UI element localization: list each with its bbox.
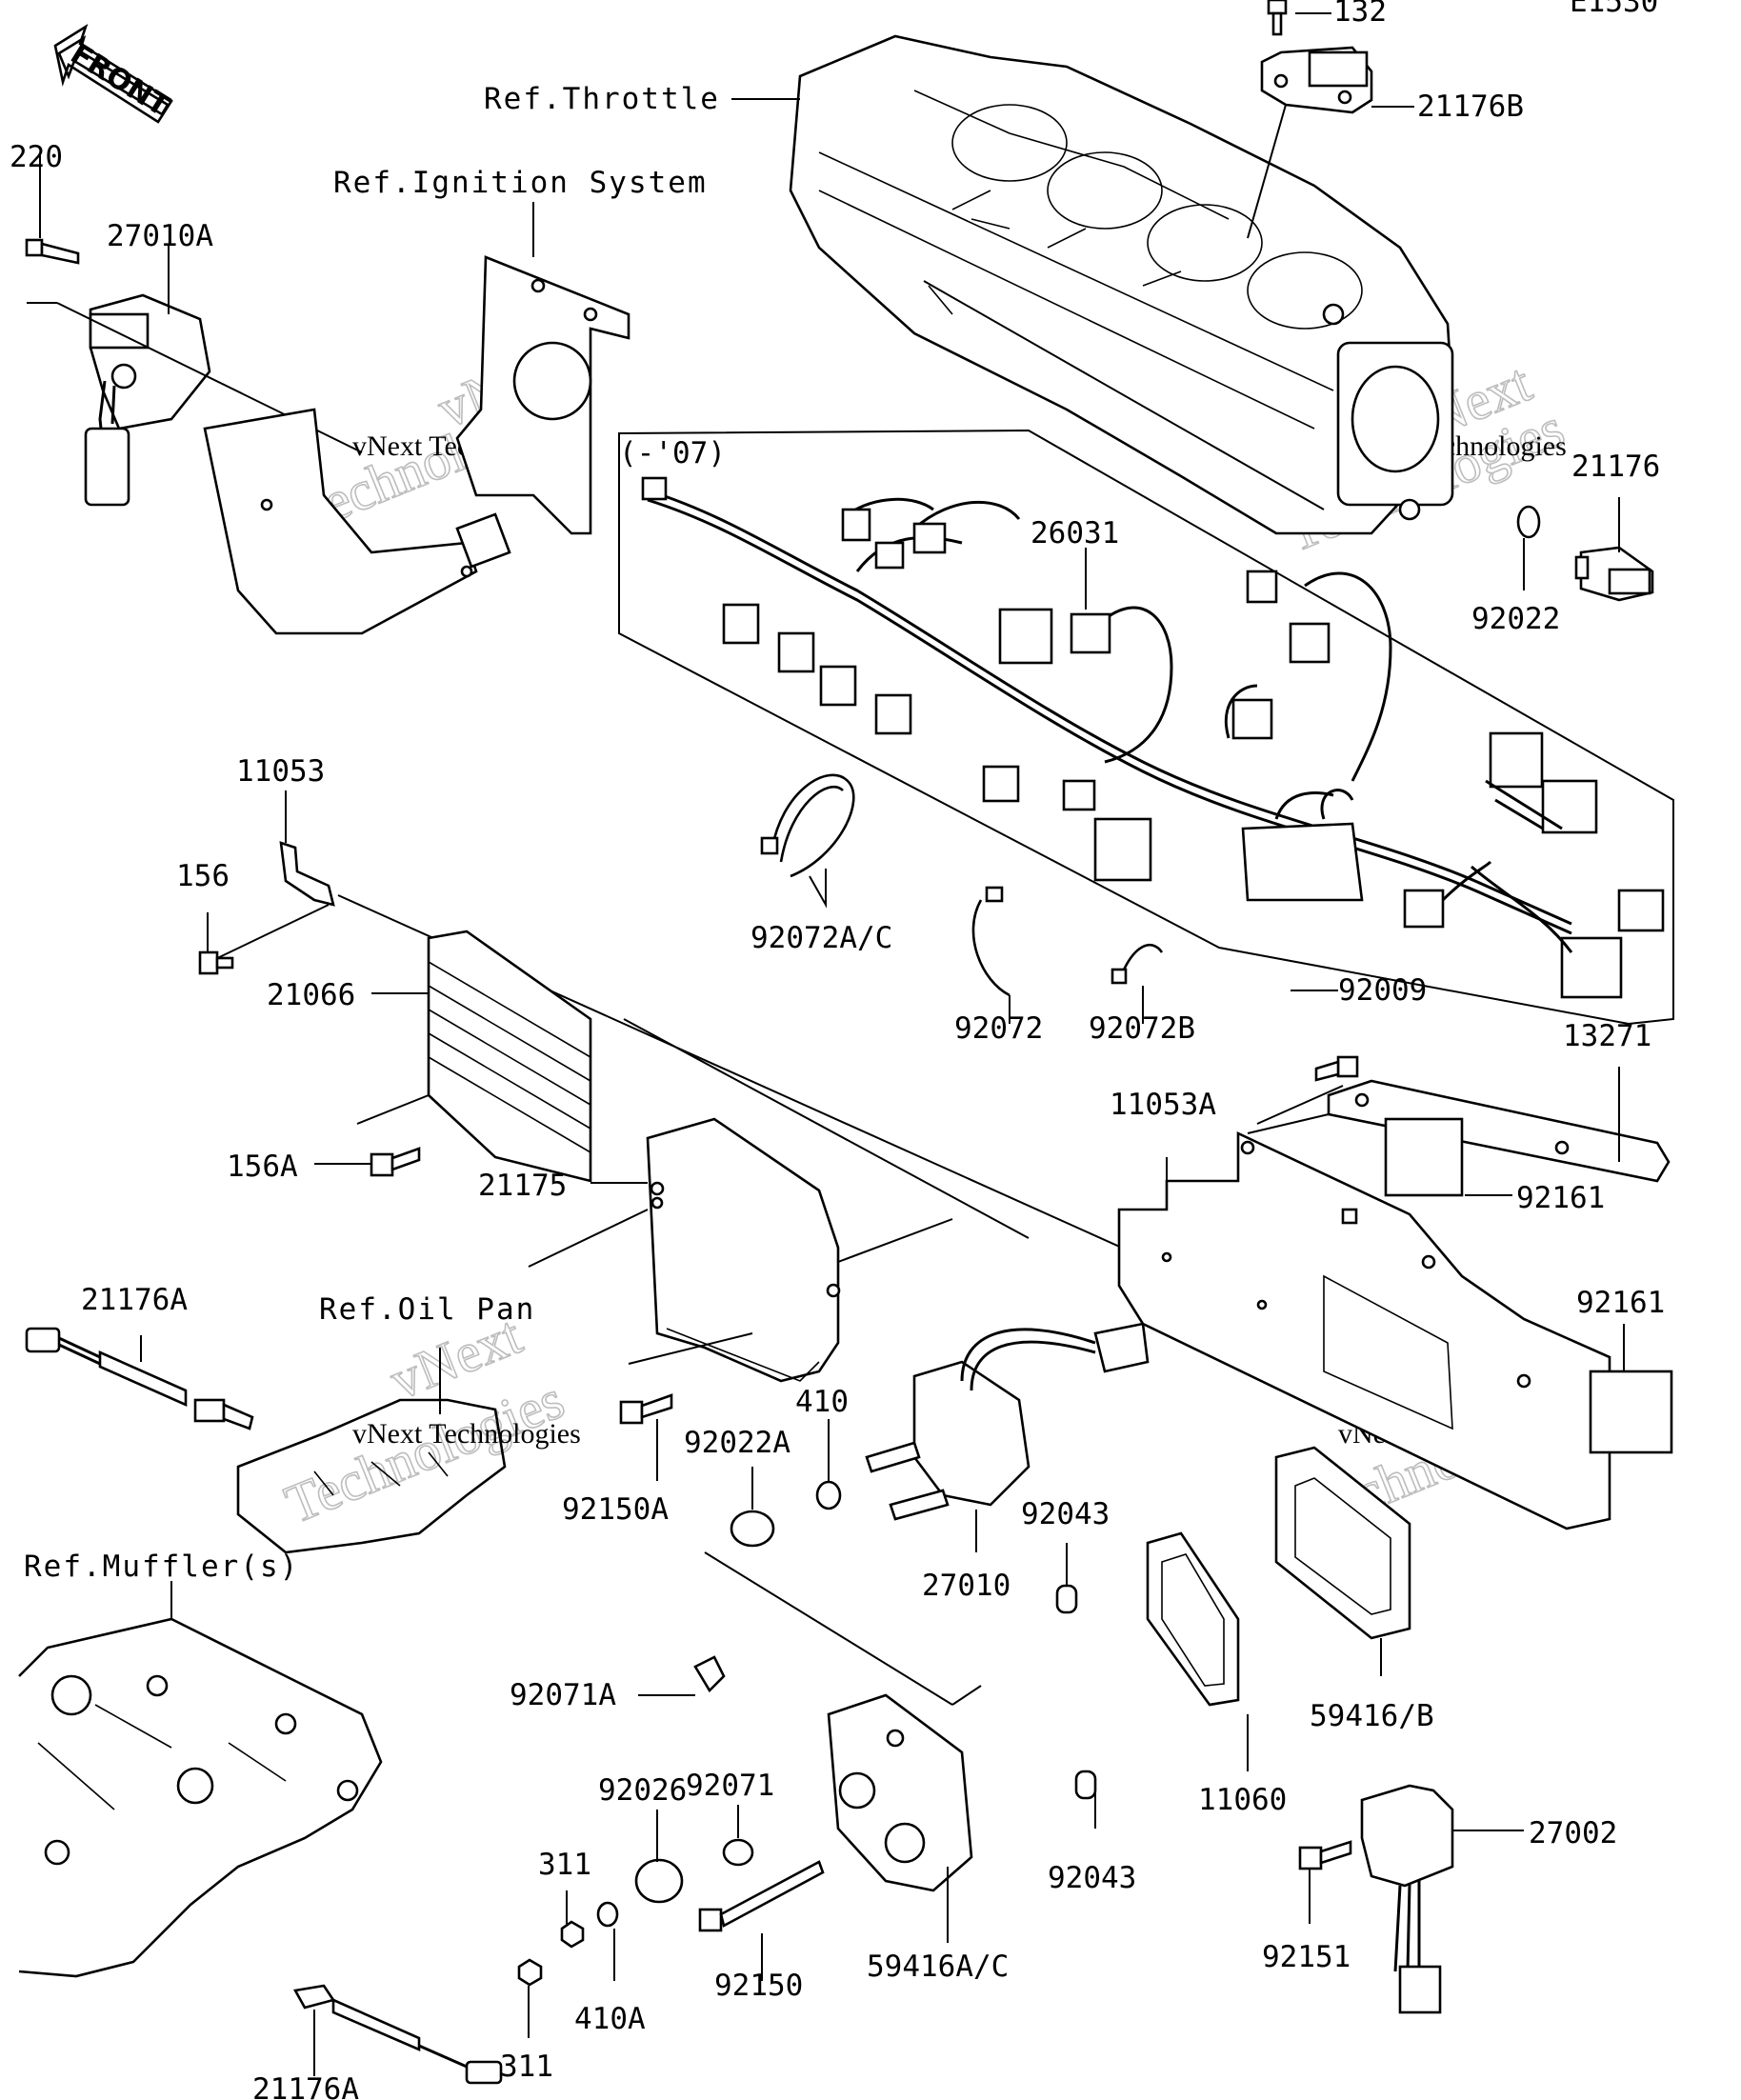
cable-tie-92072 xyxy=(971,886,1011,997)
ignition-bracket xyxy=(203,255,630,635)
callout-92151: 92151 xyxy=(1262,1940,1351,1974)
washer-410 xyxy=(815,1480,842,1510)
connector-icon xyxy=(641,476,668,501)
callout-92071A: 92071A xyxy=(510,1678,616,1712)
callout-27010: 27010 xyxy=(922,1569,1011,1603)
ref-ignition: Ref.Ignition System xyxy=(333,166,708,200)
callout-132: 132 xyxy=(1333,0,1387,29)
callout-21176A-bottom: 21176A xyxy=(252,2072,359,2100)
callout-21176B: 21176B xyxy=(1417,90,1524,124)
washer-92022A xyxy=(730,1510,775,1548)
callout-92043b: 92043 xyxy=(1048,1861,1136,1895)
gasket-11060 xyxy=(1146,1531,1240,1707)
ref-muffler: Ref.Muffler(s) xyxy=(24,1550,299,1584)
callout-410A: 410A xyxy=(574,2002,646,2036)
throttle-body xyxy=(789,34,1454,535)
regulator-21066 xyxy=(356,930,1030,1239)
bolt-92150 xyxy=(698,1860,825,1932)
bolt-156 xyxy=(198,950,234,975)
callout-92161a: 92161 xyxy=(1516,1181,1605,1215)
grommet-92071 xyxy=(722,1838,754,1867)
muffler-ref xyxy=(18,1617,383,1978)
cover-59416B xyxy=(1274,1446,1411,1640)
ref-throttle: Ref.Throttle xyxy=(484,82,720,116)
callout-311a: 311 xyxy=(538,1848,591,1882)
seal-92026 xyxy=(634,1858,684,1904)
ecu-21175 xyxy=(528,1117,953,1383)
callout-92150A: 92150A xyxy=(562,1492,669,1527)
pad-92161b xyxy=(1589,1370,1673,1454)
main-harness-26031 xyxy=(618,429,1674,1026)
cable-tie-92072AC xyxy=(760,773,855,878)
bolt-92009 xyxy=(1314,1055,1359,1082)
nut-311a xyxy=(560,1920,585,1949)
relay-27010A xyxy=(27,293,363,507)
harness-note: (-'07) xyxy=(619,436,726,470)
callout-21175: 21175 xyxy=(478,1169,567,1203)
callout-59416AC: 59416A/C xyxy=(867,1950,1009,1984)
callout-92071: 92071 xyxy=(686,1769,774,1803)
callout-156: 156 xyxy=(176,859,230,893)
callout-92043a: 92043 xyxy=(1021,1497,1110,1531)
relay-27010 xyxy=(865,1322,1150,1521)
washer-92022 xyxy=(1516,505,1541,539)
bolt-156A xyxy=(370,1147,421,1177)
callout-27010A: 27010A xyxy=(107,219,213,253)
sensor-21176B xyxy=(1247,46,1373,239)
callout-92022A: 92022A xyxy=(684,1426,790,1460)
front-label: FRONT xyxy=(65,37,175,124)
watermark-line-3: vNext Technologies xyxy=(352,1418,581,1450)
callout-21066: 21066 xyxy=(267,978,355,1012)
bolt-132 xyxy=(1267,0,1288,36)
callout-92072B: 92072B xyxy=(1089,1011,1195,1046)
callout-21176A-top: 21176A xyxy=(81,1283,188,1317)
pad-92161a xyxy=(1384,1117,1464,1197)
callout-26031: 26031 xyxy=(1031,516,1119,550)
callout-21176: 21176 xyxy=(1571,450,1660,484)
bolt-92150A xyxy=(619,1400,644,1425)
bolt-92151 xyxy=(1298,1840,1352,1870)
sensor-21176 xyxy=(1574,546,1654,602)
oil-pan-ref xyxy=(236,1393,673,1554)
callout-92150: 92150 xyxy=(714,1969,803,2003)
strap-13271 xyxy=(1247,1079,1671,1183)
sensor-21176A-top xyxy=(25,1327,254,1430)
dowel-92043a xyxy=(1055,1584,1078,1614)
callout-92022: 92022 xyxy=(1471,602,1560,636)
callout-27002: 27002 xyxy=(1529,1816,1617,1850)
washer-410A xyxy=(596,1901,619,1928)
front-arrow-icon: FRONT xyxy=(53,23,175,124)
callout-156A: 156A xyxy=(227,1150,298,1184)
ref-oil-pan: Ref.Oil Pan xyxy=(319,1292,535,1327)
callout-11053A: 11053A xyxy=(1110,1088,1216,1122)
bolt-220 xyxy=(25,238,80,265)
callout-92161b: 92161 xyxy=(1576,1286,1665,1320)
callout-220: 220 xyxy=(10,140,63,174)
callout-92072AC: 92072A/C xyxy=(750,921,892,955)
callout-92009: 92009 xyxy=(1338,973,1427,1008)
sensor-21176A-bottom xyxy=(292,1984,503,2085)
callout-59416B: 59416/B xyxy=(1310,1699,1434,1733)
housing-59416AC xyxy=(827,1693,973,1892)
callout-labels: 132 21176B 220 27010A 21176 26031 92022 … xyxy=(10,0,1665,2100)
grommet-92071A xyxy=(693,1655,726,1693)
dowel-92043b xyxy=(1074,1770,1097,1800)
callout-11060: 11060 xyxy=(1198,1783,1287,1817)
figure-code: E1530 xyxy=(1570,0,1658,19)
nut-311b xyxy=(517,1958,543,1987)
callout-311b: 311 xyxy=(500,2050,553,2084)
callout-13271: 13271 xyxy=(1563,1019,1651,1053)
sensor-27002 xyxy=(1360,1784,1454,2014)
callout-92072: 92072 xyxy=(954,1011,1043,1046)
leader-lines xyxy=(39,12,1625,2076)
callout-410: 410 xyxy=(795,1385,849,1419)
callout-92026: 92026 xyxy=(598,1773,687,1808)
cable-tie-92072B xyxy=(1111,944,1164,985)
callout-11053: 11053 xyxy=(236,754,325,789)
